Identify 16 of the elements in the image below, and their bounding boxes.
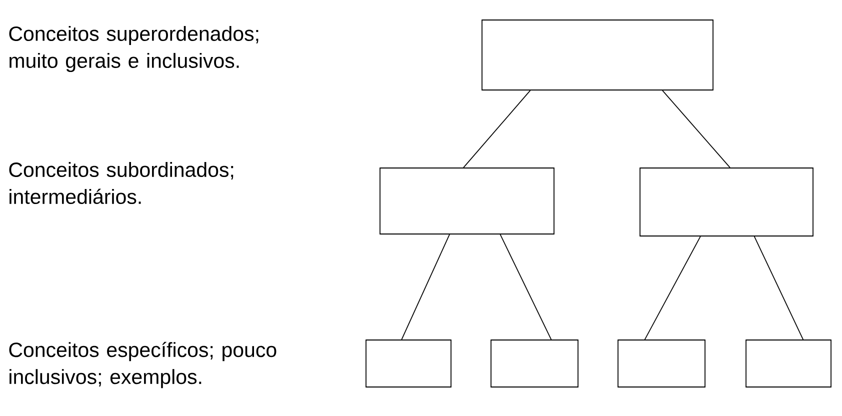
connector-line [401, 234, 450, 340]
connector-line [463, 90, 531, 168]
concept-box [640, 168, 814, 236]
level-description: Conceitos subordinados; intermediários. [9, 162, 234, 204]
connector-line [644, 236, 701, 340]
level-description: Conceitos específicos; pouco inclusivos; exemplos. [9, 342, 276, 388]
concept-box [366, 340, 452, 388]
concept-box [482, 20, 714, 90]
connector-line [500, 234, 552, 340]
connector-line [754, 236, 804, 340]
concept-box [490, 340, 578, 388]
concept-box [618, 340, 706, 388]
level-description: Conceitos superordenados; muito gerais e inclusivos. [9, 26, 258, 72]
concept-box [746, 340, 832, 388]
concept-box [380, 168, 554, 234]
connector-line [662, 90, 730, 168]
